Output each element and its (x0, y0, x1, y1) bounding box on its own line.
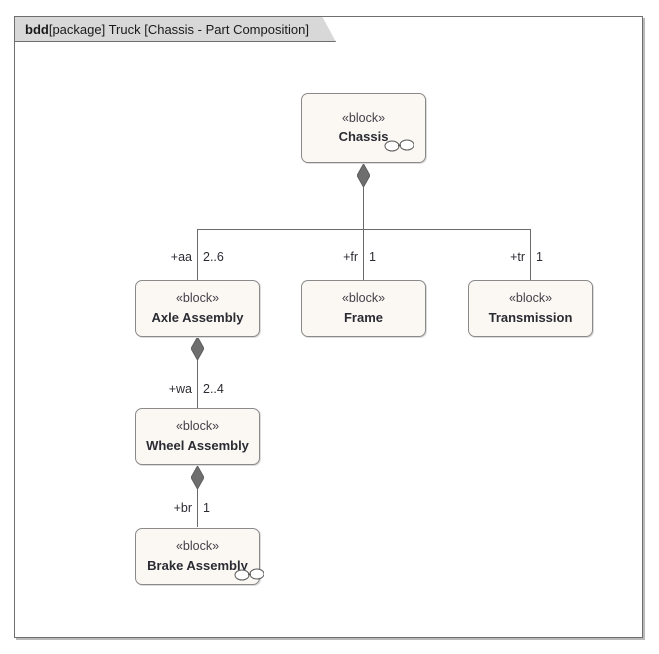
edge-multiplicity-fr: 1 (369, 250, 376, 264)
block-wheel-assembly[interactable]: «block» Wheel Assembly (135, 408, 260, 465)
hyperlink-icon[interactable] (384, 138, 415, 152)
edge-role-tr: +tr (510, 250, 525, 264)
block-brake-assembly[interactable]: «block» Brake Assembly (135, 528, 264, 585)
edge-role-fr: +fr (343, 250, 358, 264)
block-stereotype: «block» (175, 419, 220, 434)
diagram-title-label: [package] Truck [Chassis - Part Composit… (48, 21, 309, 37)
connector-wheel-to-brake (197, 465, 198, 527)
connector-horizontal-bus (197, 229, 531, 230)
composition-diamond-axle (191, 337, 204, 360)
block-chassis[interactable]: «block» Chassis (301, 93, 426, 163)
connector-chassis-trunk (363, 163, 364, 229)
block-stereotype: «block» (508, 291, 553, 306)
composition-diamond-wheel (191, 466, 204, 489)
composition-diamond-chassis (357, 164, 370, 187)
hyperlink-icon[interactable] (234, 567, 264, 581)
connector-axle-to-wheel (197, 336, 198, 408)
edge-role-wa: +wa (168, 382, 192, 396)
edge-role-aa: +aa (170, 250, 192, 264)
edge-multiplicity-tr: 1 (536, 250, 543, 264)
block-stereotype: «block» (341, 110, 386, 125)
block-stereotype: «block» (175, 291, 220, 306)
connector-chassis-to-frame (363, 229, 364, 280)
block-frame[interactable]: «block» Frame (301, 280, 426, 337)
block-stereotype: «block» (341, 291, 386, 306)
edge-multiplicity-aa: 2..6 (203, 250, 224, 264)
block-name: Chassis (339, 129, 415, 152)
connector-chassis-to-axle (197, 229, 198, 280)
block-axle-assembly[interactable]: «block» Axle Assembly (135, 280, 260, 337)
block-name: Axle Assembly (151, 309, 244, 325)
block-name: Frame (343, 309, 384, 325)
edge-multiplicity-wa: 2..4 (203, 382, 224, 396)
diagram-frame-header: bdd[package] Truck [Chassis - Part Compo… (14, 16, 336, 42)
diagram-kind-label: bdd (25, 21, 49, 37)
edge-multiplicity-br: 1 (203, 501, 210, 515)
block-name: Transmission (488, 309, 573, 325)
block-transmission[interactable]: «block» Transmission (468, 280, 593, 337)
block-name: Wheel Assembly (146, 437, 249, 453)
block-stereotype: «block» (175, 539, 220, 554)
edge-role-br: +br (173, 501, 192, 515)
block-name: Brake Assembly (147, 558, 264, 581)
connector-chassis-to-transmission (530, 229, 531, 280)
